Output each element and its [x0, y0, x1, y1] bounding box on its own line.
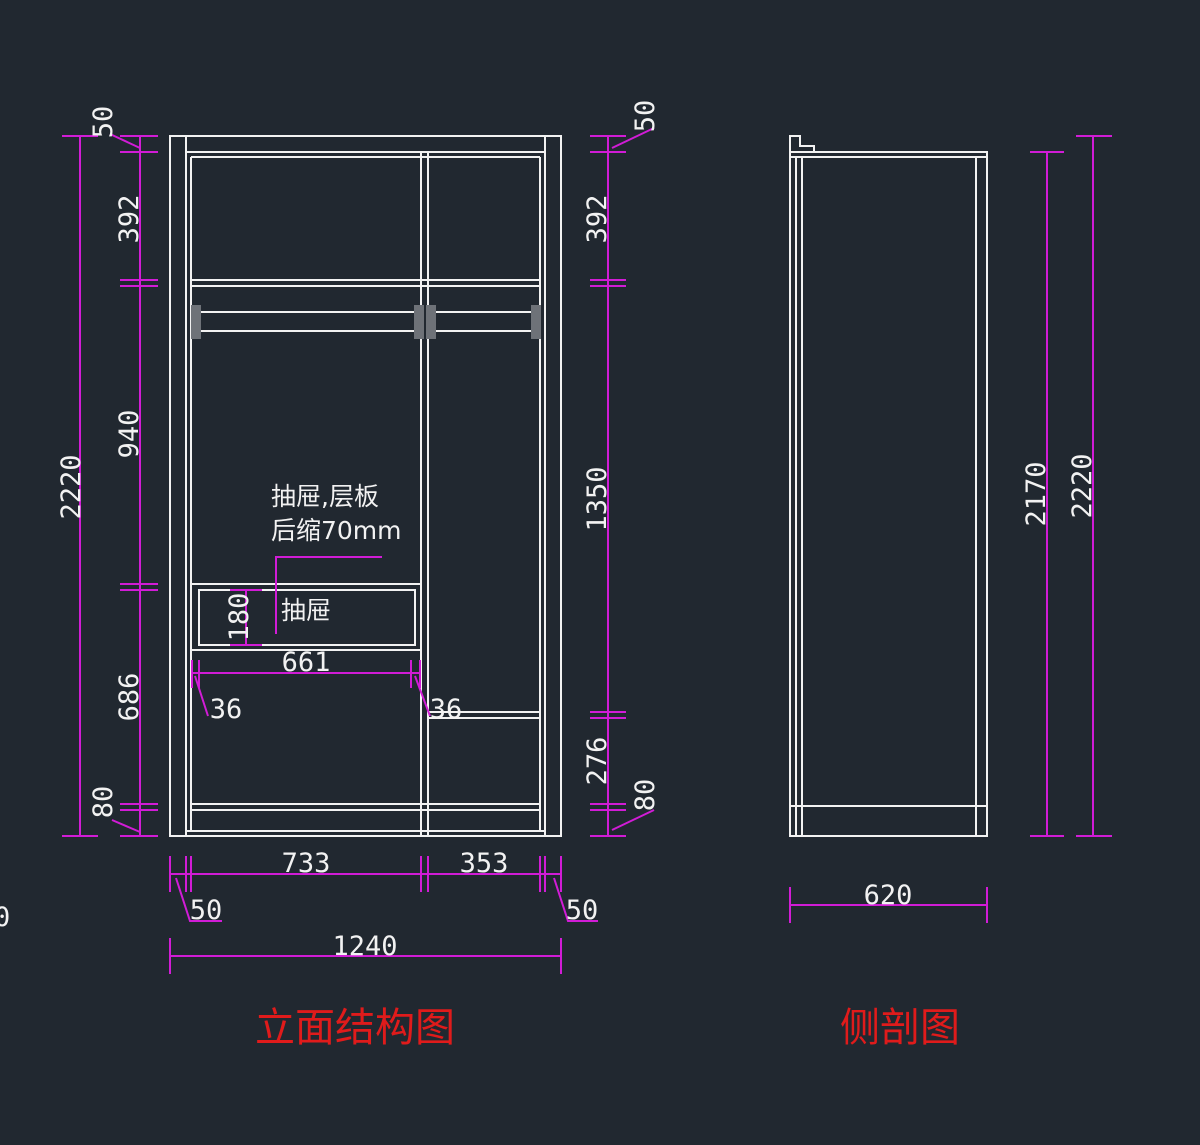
note-leader: [275, 556, 382, 634]
dim-base-right: 80: [630, 779, 661, 812]
dim-upper-right: 392: [582, 195, 613, 244]
dim-left-bay: 733: [282, 848, 331, 879]
dim-leader: [175, 877, 222, 922]
rail-bracket-right: [531, 305, 541, 339]
side-section-geometry: [789, 135, 988, 837]
note-setback: 后缩70mm: [271, 516, 402, 545]
edge-dimension-fragment: 0: [0, 902, 10, 933]
dim-lower-left: 686: [114, 673, 145, 722]
side-outline: [789, 151, 988, 837]
side-top-cap: [789, 135, 815, 152]
dim-overall-width: 1240: [332, 931, 397, 962]
rail-bracket-mid-left: [414, 305, 424, 339]
dim-side-left: 50: [190, 895, 223, 926]
dim-inner-height: 2170: [1021, 461, 1052, 526]
dim-side-right: 50: [566, 895, 599, 926]
dim-drawer-gap-right: 36: [430, 694, 463, 725]
front-bottom-dimensions: [169, 856, 598, 974]
side-view-caption: 侧剖图: [840, 1005, 960, 1051]
dim-overall-height-left: 2220: [56, 454, 87, 519]
drawer-label: 抽屉: [281, 596, 331, 625]
drawer-dimensions: [191, 556, 431, 717]
dim-top-left: 50: [88, 106, 119, 139]
dim-leader: [611, 127, 655, 149]
dim-leader: [109, 133, 141, 149]
dim-outer-height: 2220: [1067, 453, 1098, 518]
dim-lower-right: 276: [582, 737, 613, 786]
dim-leader: [111, 819, 141, 833]
dim-leader: [414, 675, 431, 717]
cabinet-outline: [169, 135, 562, 837]
dim-drawer-width: 661: [282, 647, 331, 678]
front-right-dimensions: [590, 127, 655, 837]
dim-right-bay: 353: [460, 848, 509, 879]
dim-upper-left: 392: [114, 195, 145, 244]
dim-leader: [553, 877, 598, 922]
dim-drawer-height: 180: [224, 593, 255, 642]
drawer-front: [198, 589, 416, 646]
front-elevation-geometry: [169, 135, 562, 837]
front-view-caption: 立面结构图: [255, 1005, 455, 1051]
rail-bracket-left: [191, 305, 201, 339]
dim-top-right: 50: [630, 100, 661, 133]
rail-bracket-mid-right: [426, 305, 436, 339]
note-drawer-shelf: 抽屉,层板: [271, 482, 379, 511]
dim-tall-right: 1350: [582, 466, 613, 531]
dim-hanging-left: 940: [114, 410, 145, 459]
side-dimensions: [789, 135, 1112, 923]
dim-depth: 620: [864, 880, 913, 911]
front-left-dimensions: [62, 133, 158, 837]
dim-base-left: 80: [88, 786, 119, 819]
dim-drawer-gap-left: 36: [210, 694, 243, 725]
hanging-rails: [191, 305, 541, 339]
dim-leader: [194, 675, 209, 717]
dim-leader: [611, 809, 655, 831]
